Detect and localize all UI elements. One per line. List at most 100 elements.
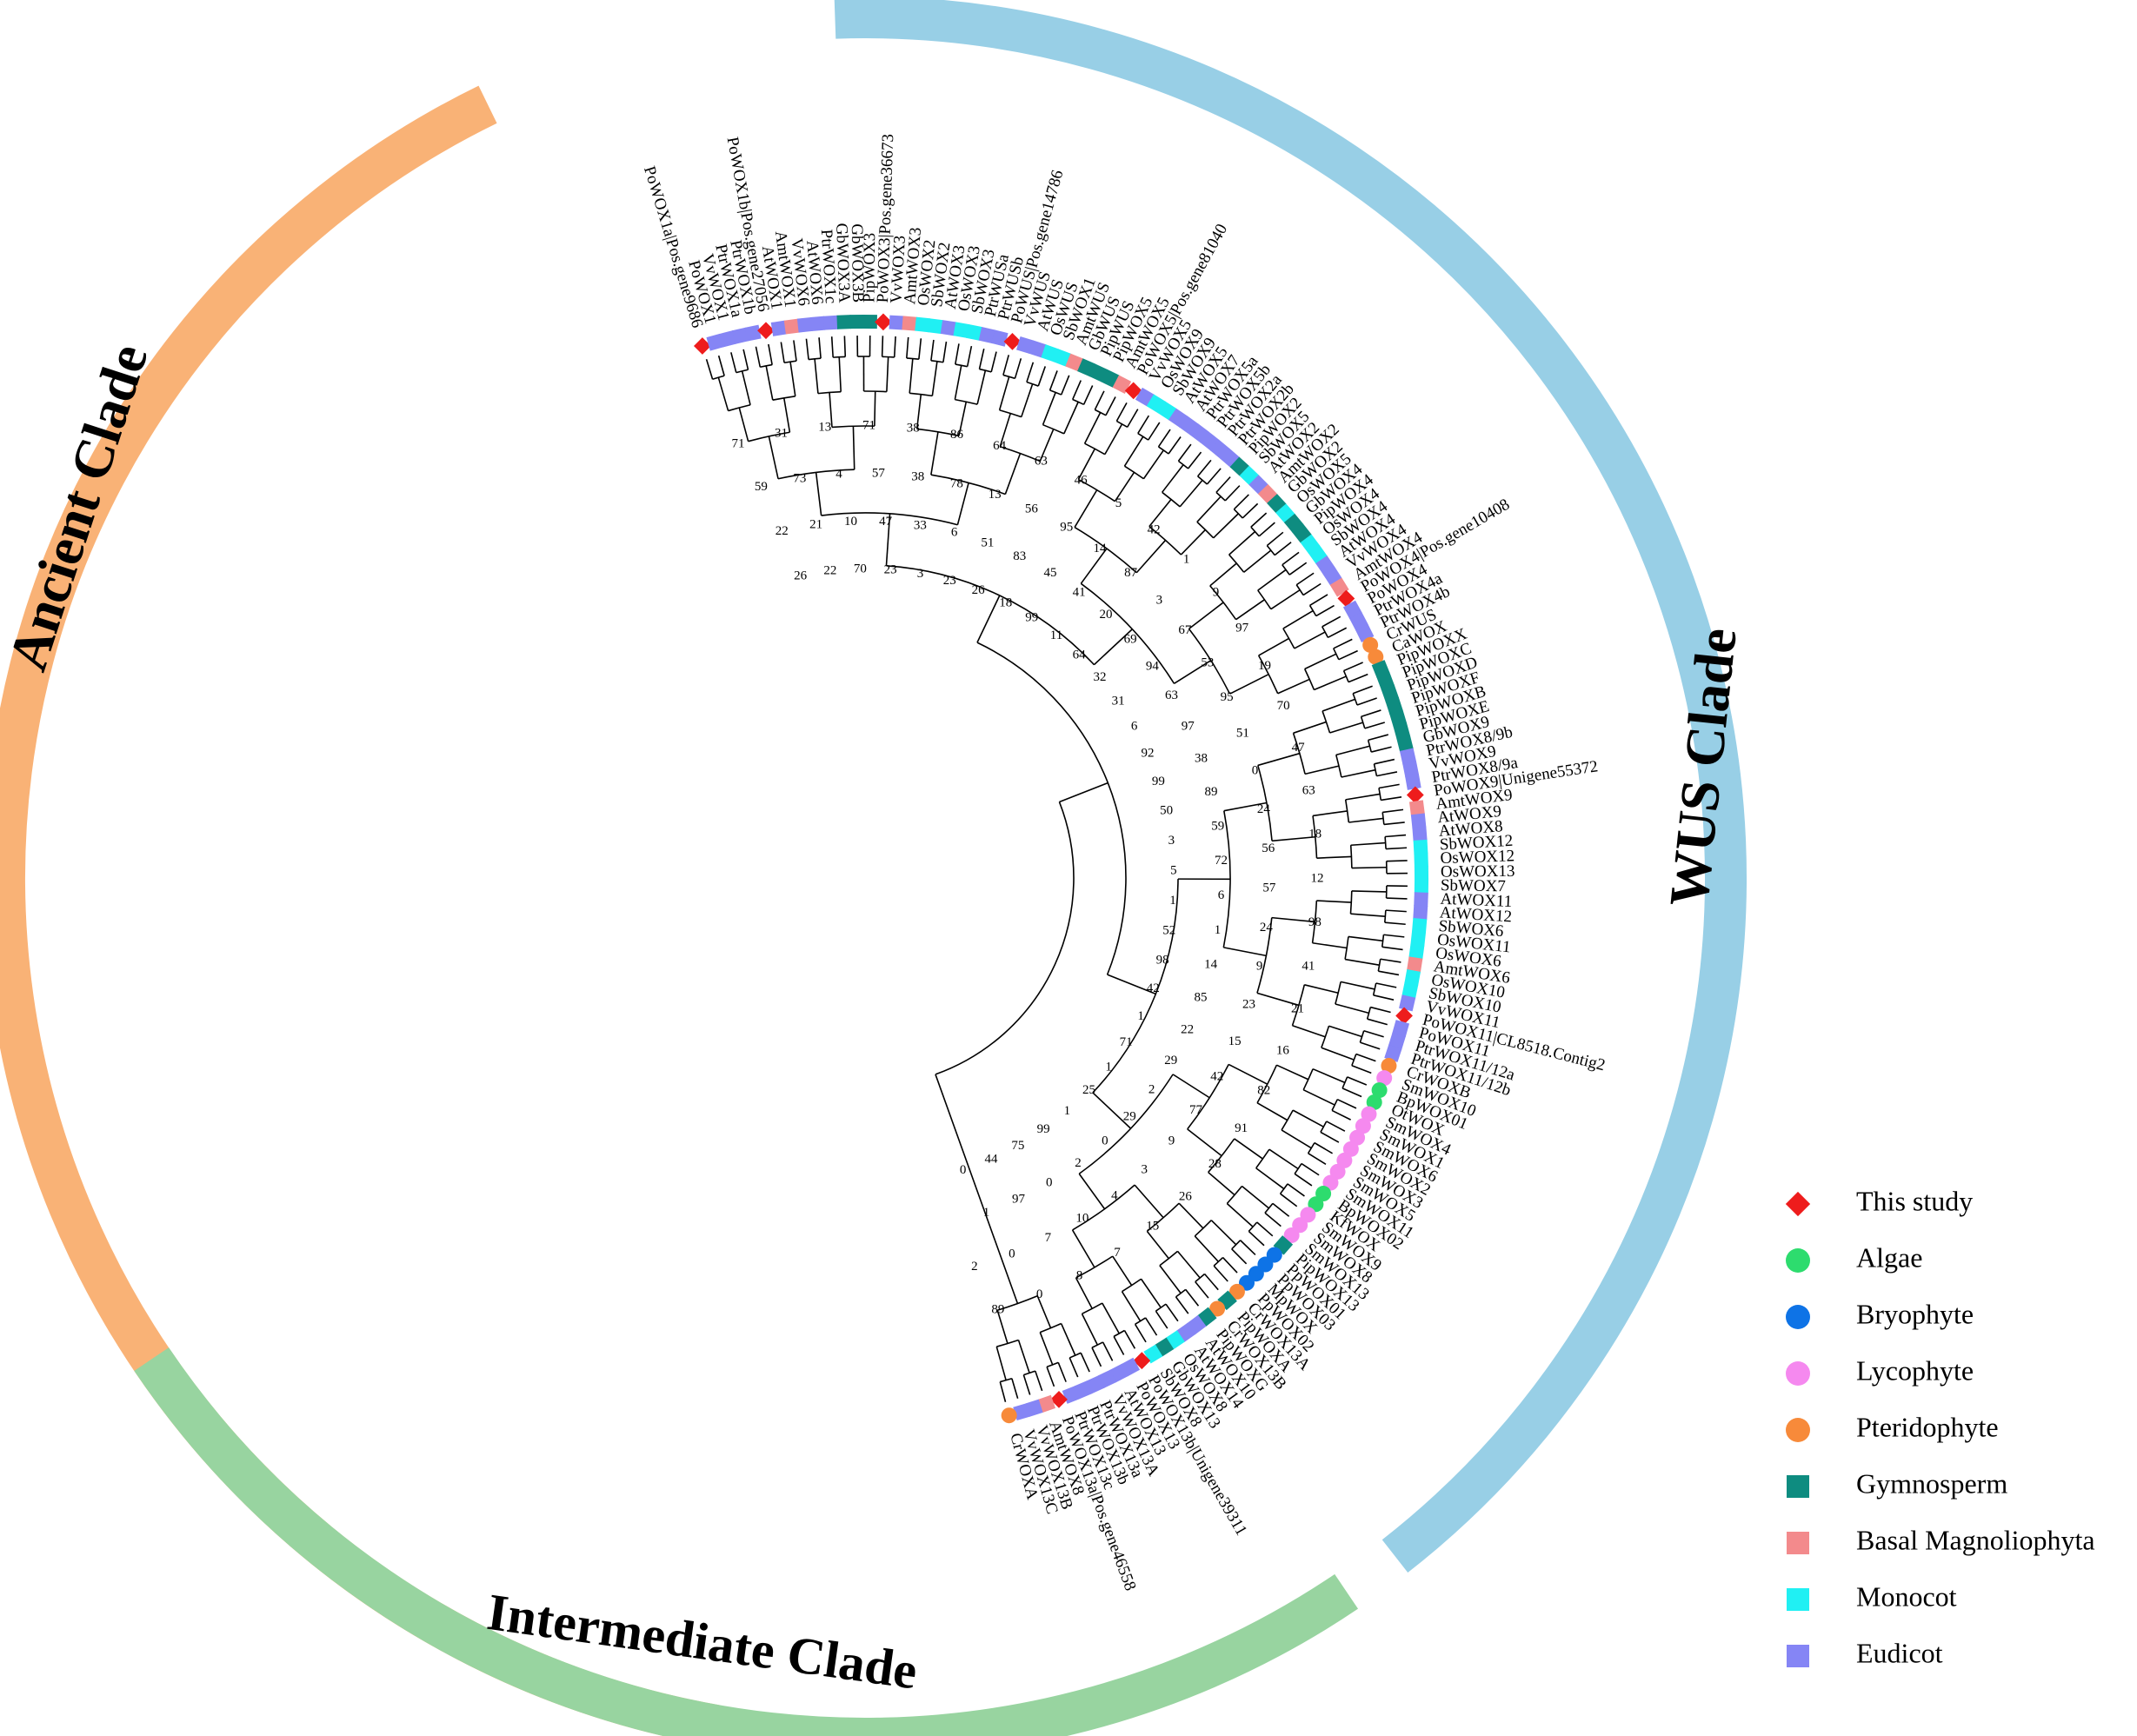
legend-label: This study: [1856, 1185, 1973, 1216]
branch: [1272, 1202, 1290, 1217]
branch-arc: [1292, 733, 1306, 775]
branch: [1380, 958, 1401, 963]
leaf-marker: [902, 316, 917, 331]
bootstrap-value: 71: [732, 436, 745, 450]
bootstrap-value: 22: [823, 564, 836, 578]
branch: [1335, 745, 1370, 756]
bootstrap-value: 1: [1105, 1061, 1112, 1074]
branch: [1039, 1332, 1054, 1366]
leaf-marker: [1376, 672, 1395, 690]
bootstrap-value: 2: [971, 1260, 978, 1274]
bootstrap-value: 2: [1075, 1156, 1082, 1170]
bootstrap-value: 44: [984, 1152, 998, 1166]
legend-marker: [1787, 1588, 1809, 1611]
branch-arc: [916, 428, 960, 437]
branch-arc: [1137, 432, 1149, 441]
bootstrap-value: 14: [1094, 542, 1108, 555]
branch: [1326, 1121, 1346, 1132]
branch-arc: [1341, 1076, 1348, 1089]
branch-arc: [1091, 1341, 1104, 1348]
leaf-marker: [1414, 853, 1428, 868]
leaf-marker: [862, 314, 877, 329]
leaf-marker: [1337, 589, 1355, 608]
bootstrap-value: 64: [1073, 649, 1087, 662]
leaf-marker: [875, 313, 892, 331]
branch: [838, 356, 842, 392]
bootstrap-value: 7: [1045, 1231, 1052, 1245]
branch: [805, 338, 809, 360]
branch: [1148, 498, 1172, 528]
branch: [829, 392, 833, 428]
branch-arc: [1256, 1064, 1278, 1104]
bootstrap-value: 85: [1195, 991, 1208, 1005]
leaf-label: AtWOX11: [1440, 890, 1512, 911]
branch: [956, 482, 969, 525]
bootstrap-value: 50: [1160, 804, 1173, 818]
branch: [1378, 970, 1400, 976]
branch: [730, 352, 737, 373]
leaf-label: PipWOX3: [860, 233, 879, 303]
branch: [1102, 1341, 1114, 1361]
branch-arc: [1023, 1370, 1036, 1376]
leaf-marker: [1355, 1118, 1371, 1134]
branch: [1314, 675, 1347, 691]
branch: [1304, 653, 1337, 670]
bootstrap-value: 57: [1262, 881, 1276, 895]
bootstrap-value: 3: [1168, 834, 1175, 848]
branch-arc: [760, 363, 773, 369]
bootstrap-value: 71: [1120, 1035, 1133, 1049]
leaf-marker: [1402, 761, 1420, 778]
bootstrap-value: 70: [1277, 699, 1290, 713]
branch: [1376, 771, 1398, 777]
branch: [1335, 1003, 1369, 1014]
branch: [1142, 449, 1164, 480]
branch: [1175, 1296, 1189, 1314]
branch: [1105, 396, 1116, 416]
leaf-marker: [810, 316, 826, 331]
branch: [1223, 801, 1268, 812]
bootstrap-value: 97: [1012, 1192, 1026, 1206]
branch: [1282, 551, 1300, 566]
branch: [931, 361, 938, 396]
bootstrap-value: 1: [1137, 1009, 1144, 1023]
bootstrap-value: 63: [1302, 783, 1315, 797]
leaf-marker: [757, 322, 775, 340]
leaf-marker: [1396, 735, 1414, 753]
branch: [1140, 1278, 1162, 1308]
branch: [995, 1346, 1007, 1380]
branch: [1361, 709, 1381, 718]
branch: [1373, 994, 1395, 1001]
branch-arc: [1352, 693, 1358, 706]
branch: [1328, 627, 1348, 639]
legend-label: Basal Magnoliophyta: [1856, 1524, 2095, 1555]
leaf-marker: [1392, 1020, 1410, 1037]
branch: [1255, 1167, 1285, 1190]
leaf-marker: [1384, 1044, 1402, 1062]
bootstrap-value: 6: [1131, 720, 1138, 734]
bootstrap-value: 59: [1211, 819, 1224, 833]
bootstrap-value: 99: [1025, 611, 1038, 625]
leaf-marker: [1406, 786, 1424, 804]
leaf-label: VvWOX3: [888, 235, 909, 303]
branch: [1312, 1068, 1346, 1084]
branch: [1293, 721, 1327, 735]
branch: [886, 356, 889, 392]
leaf-marker: [823, 315, 839, 330]
branch-arc: [1320, 1121, 1328, 1133]
legend-marker: [1787, 1645, 1809, 1667]
bootstrap-value: 89: [1204, 785, 1217, 799]
leaf-marker: [1412, 917, 1428, 934]
branch: [1215, 476, 1231, 493]
branch: [1312, 810, 1348, 817]
branch: [1321, 698, 1355, 712]
bootstrap-value: 1: [1064, 1104, 1071, 1118]
branch: [1082, 385, 1094, 405]
leaf-marker: [783, 318, 800, 335]
leaf-marker: [1050, 1390, 1068, 1408]
branch: [1288, 562, 1308, 575]
legend-marker: [1786, 1248, 1810, 1273]
branch: [1080, 1352, 1090, 1373]
bootstrap-value: 22: [1181, 1023, 1194, 1037]
bootstrap-value: 42: [1147, 981, 1160, 995]
branch: [881, 336, 884, 357]
